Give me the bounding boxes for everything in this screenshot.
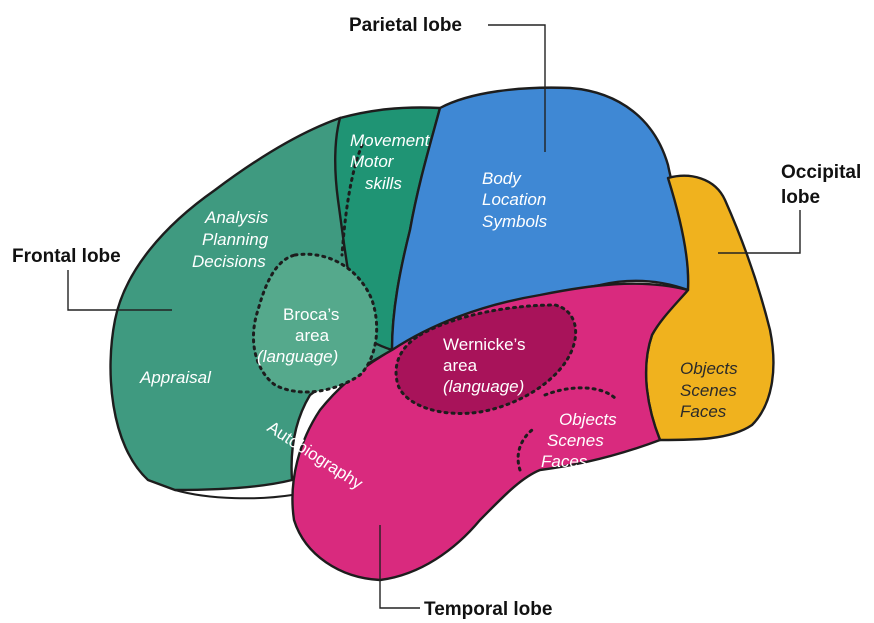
motor-text-line2: Motor: [350, 152, 395, 171]
frontal-text-line3: Decisions: [192, 252, 266, 271]
parietal-leader-line: [488, 24, 546, 152]
broca-text-line1: Broca’s: [283, 305, 339, 324]
broca-text-line3: (language): [257, 347, 338, 366]
parietal-text-line2: Location: [482, 190, 546, 209]
occipital-text-line3: Faces: [680, 402, 727, 421]
occipital-text-line1: Objects: [680, 359, 738, 378]
occipital-lobe-label-line1: Occipital: [781, 162, 861, 183]
occipital-lobe-label-line2: lobe: [781, 187, 820, 208]
frontal-text-line2: Planning: [202, 230, 269, 249]
motor-strip-dotted-boundary: [340, 143, 364, 257]
temporal-lower-dotted-outline: [516, 386, 617, 472]
temporal-text-line3: Faces: [541, 452, 588, 471]
frontal-lobe-label: Frontal lobe: [12, 246, 121, 267]
wernicke-text-line1: Wernicke’s: [443, 335, 526, 354]
motor-text-line3: skills: [365, 174, 402, 193]
broca-text-line2: area: [295, 326, 330, 345]
frontal-text-line1: Analysis: [204, 208, 269, 227]
temporal-text-line2: Scenes: [547, 431, 604, 450]
wernicke-text-line3: (language): [443, 377, 524, 396]
appraisal-text: Appraisal: [139, 368, 212, 387]
parietal-lobe-label: Parietal lobe: [349, 15, 462, 36]
temporal-text-line1: Objects: [559, 410, 617, 429]
motor-text-line1: Movement: [350, 131, 431, 150]
occipital-leader-line: [718, 210, 801, 254]
wernickes-area-region: [396, 305, 576, 414]
temporal-leader-line: [379, 525, 420, 609]
parietal-text-line3: Symbols: [482, 212, 548, 231]
frontal-leader-line: [67, 270, 172, 311]
brocas-area-dotted-outline: [251, 252, 379, 394]
temporal-lobe-region: [291, 282, 690, 582]
parietal-text-line1: Body: [482, 169, 522, 188]
temporal-lobe-label: Temporal lobe: [424, 599, 552, 620]
brocas-area-region: [253, 254, 377, 393]
wernickes-area-dotted-outline: [394, 303, 578, 415]
frontal-base-edge: [174, 489, 293, 500]
wernicke-text-line2: area: [443, 356, 478, 375]
occipital-text-line2: Scenes: [680, 381, 737, 400]
